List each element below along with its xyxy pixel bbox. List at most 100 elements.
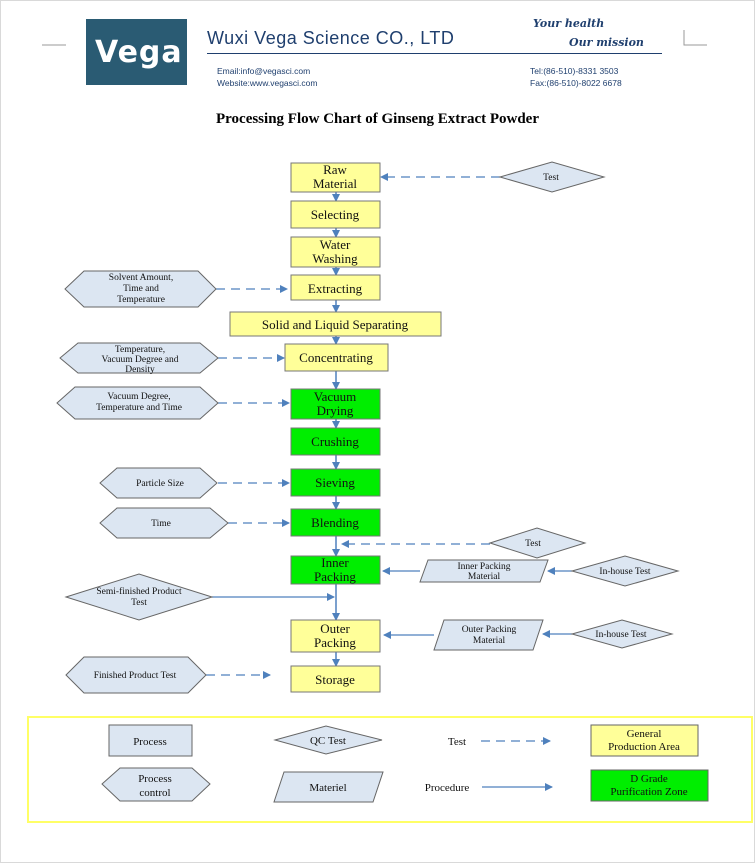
legend-general-shape: [590, 724, 699, 757]
concentrating-label: Concentrating: [299, 350, 373, 365]
tel-text: Tel:(86-510)-8331 3503: [530, 66, 619, 76]
sieving-label: Sieving: [315, 475, 355, 490]
solvent-label-1: Solvent Amount,: [109, 273, 173, 283]
blending-label: Blending: [311, 515, 359, 530]
test-raw-label: Test: [543, 173, 559, 183]
inner-packing-label-2: Packing: [314, 569, 356, 584]
test-blending-label: Test: [525, 539, 541, 549]
inhouse-inner-shape: [570, 555, 680, 587]
legend-materiel-shape: [273, 771, 384, 803]
test-raw-shape: [498, 161, 606, 193]
drying-params-label-1: Vacuum Degree,: [107, 392, 170, 402]
semi-finished-label-1: Semi-finished Product: [96, 586, 182, 597]
legend-procedure-label: Procedure: [425, 782, 470, 794]
legend-d-grade-label-2: Purification Zone: [610, 786, 687, 798]
crushing-label: Crushing: [311, 434, 359, 449]
outer-packing-label-1: Outer: [320, 621, 350, 636]
raw-material-label-1: Raw: [323, 162, 347, 177]
outer-packing-box: [290, 619, 381, 653]
selecting-label: Selecting: [311, 207, 360, 222]
legend-control-label-2: control: [139, 787, 170, 799]
inner-materiel-label-2: Material: [468, 572, 501, 582]
legend-shapes: [101, 724, 709, 803]
crushing-box: [290, 427, 381, 456]
legend-labels: Process QC Test Test General Production …: [133, 728, 688, 799]
page-title: Processing Flow Chart of Ginseng Extract…: [215, 111, 539, 127]
inner-packing-box: [290, 555, 381, 585]
legend-qc-label: QC Test: [310, 735, 346, 747]
email-text: Email:info@vegasci.com: [217, 66, 311, 76]
process-control-shapes: [56, 270, 229, 694]
inner-materiel-shape: [419, 559, 549, 583]
legend-general-label-2: Production Area: [608, 741, 680, 753]
vacuum-drying-label-1: Vacuum: [314, 389, 357, 404]
legend-materiel-label: Materiel: [309, 782, 346, 794]
concentrating-box: [284, 343, 389, 372]
conc-params-label-3: Density: [125, 365, 155, 375]
legend-process-shape: [108, 724, 193, 757]
materiel-shapes: [419, 559, 549, 651]
particle-size-shape: [99, 467, 218, 499]
legend-qc-shape: [273, 725, 383, 755]
drying-params-shape: [56, 386, 219, 420]
solvent-shape: [64, 270, 217, 308]
inner-materiel-label-1: Inner Packing: [457, 562, 510, 572]
extracting-box: [290, 274, 381, 301]
storage-box: [290, 665, 381, 693]
sieving-box: [290, 468, 381, 497]
time-shape: [99, 507, 229, 539]
process-labels: Raw Material Selecting Water Washing Ext…: [262, 162, 409, 687]
blending-box: [290, 508, 381, 537]
general-process-boxes: [229, 162, 442, 693]
outer-materiel-label-2: Material: [473, 636, 506, 646]
outer-materiel-label-1: Outer Packing: [462, 625, 517, 635]
vacuum-drying-box: [290, 388, 381, 420]
concentrating-params-shape: [59, 342, 219, 374]
outer-materiel-shape: [433, 619, 544, 651]
water-washing-box: [290, 236, 381, 268]
legend-control-label-1: Process: [138, 773, 172, 785]
semi-finished-shape: [64, 573, 214, 621]
legend-process-label: Process: [133, 736, 167, 748]
legend-d-grade-label-1: D Grade: [630, 773, 668, 785]
test-arrows: [206, 173, 500, 679]
slogan-line-2: Our mission: [569, 36, 644, 49]
storage-label: Storage: [315, 672, 355, 687]
solid-liquid-box: [229, 311, 442, 337]
semi-finished-label-2: Test: [131, 598, 147, 608]
inhouse-outer-shape: [570, 619, 674, 649]
outer-packing-label-2: Packing: [314, 635, 356, 650]
finished-shape: [65, 656, 207, 694]
website-text: Website:www.vegasci.com: [217, 78, 318, 88]
fax-text: Fax:(86-510)-8022 6678: [530, 78, 622, 88]
legend-d-grade-shape: [590, 769, 709, 802]
legend-box: [27, 716, 753, 823]
logo-text: Vega: [95, 35, 183, 70]
purification-process-boxes: [290, 388, 381, 585]
header-right-rule: [683, 30, 707, 46]
solvent-label-3: Temperature: [117, 295, 165, 305]
particle-size-label: Particle Size: [136, 479, 184, 489]
drying-params-label-2: Temperature and Time: [96, 403, 182, 413]
vacuum-drying-label-2: Drying: [317, 403, 354, 418]
test-blending-shape: [488, 527, 587, 559]
control-labels: Test Solvent Amount, Time and Temperatur…: [94, 173, 651, 681]
water-washing-label-2: Washing: [312, 251, 358, 266]
vega-logo: [86, 19, 187, 85]
inner-packing-label-1: Inner: [321, 555, 349, 570]
solid-liquid-label: Solid and Liquid Separating: [262, 317, 409, 332]
inhouse-outer-label: In-house Test: [595, 630, 646, 640]
company-name: Wuxi Vega Science CO., LTD: [207, 28, 455, 48]
solvent-label-2: Time and: [123, 284, 159, 294]
extracting-label: Extracting: [308, 281, 363, 296]
raw-material-box: [290, 162, 381, 193]
selecting-box: [290, 200, 381, 229]
qc-test-shapes: [488, 161, 680, 649]
legend-general-label-1: General: [627, 728, 662, 740]
water-washing-label-1: Water: [320, 237, 351, 252]
inhouse-inner-label: In-house Test: [599, 567, 650, 577]
finished-label: Finished Product Test: [94, 671, 177, 681]
legend-test-label: Test: [448, 736, 466, 748]
conc-params-label-2: Vacuum Degree and: [101, 355, 178, 365]
